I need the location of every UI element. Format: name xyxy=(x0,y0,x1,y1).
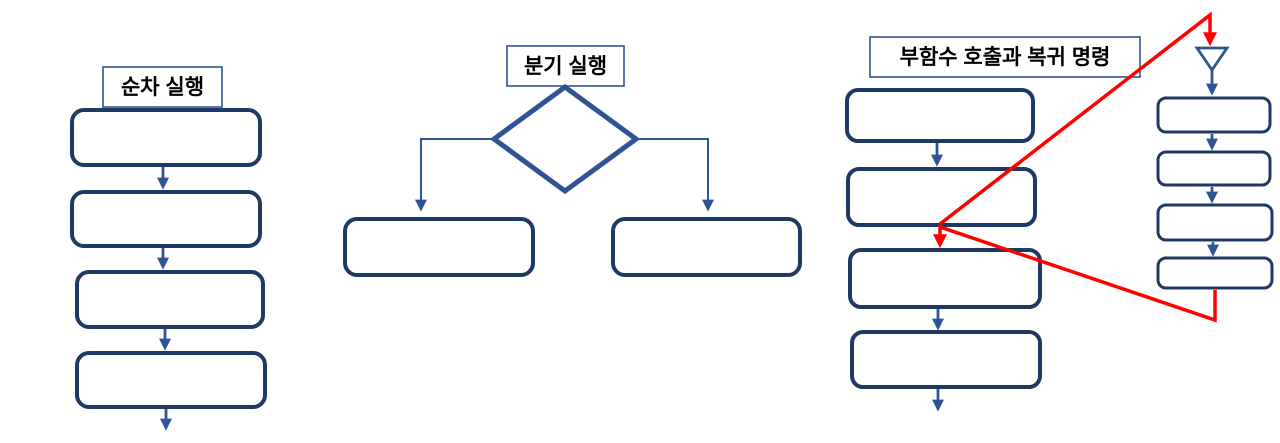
branch-right-box xyxy=(611,217,802,277)
main-step-4 xyxy=(850,330,1042,389)
main-step-3 xyxy=(848,248,1042,309)
main-step-2 xyxy=(846,167,1037,227)
subroutine-title-box xyxy=(869,36,1141,78)
return-arrow xyxy=(933,224,1217,323)
entry-point-triangle xyxy=(1194,46,1230,73)
sub-step-4 xyxy=(1156,256,1274,290)
sub-step-1 xyxy=(1156,96,1272,134)
branch-left-box xyxy=(343,217,535,277)
sequential-step-2 xyxy=(70,190,262,248)
sequential-step-3 xyxy=(75,270,265,329)
main-step-1 xyxy=(845,88,1035,143)
branch-flowchart: 분기 실행 xyxy=(343,45,802,277)
subroutine-title: 부함수 호출과 복귀 명령 xyxy=(900,46,1111,69)
decision-diamond xyxy=(489,83,641,195)
subroutine-flowchart: 부함수 호출과 복귀 명령 xyxy=(845,11,1274,412)
sequential-step-1 xyxy=(70,108,262,167)
sub-step-2 xyxy=(1156,150,1272,187)
branch-title: 분기 실행 xyxy=(524,55,607,78)
sequential-flowchart: 순차 실행 xyxy=(70,66,267,431)
call-arrow xyxy=(938,11,1217,226)
sequential-step-4 xyxy=(75,351,267,409)
sub-step-3 xyxy=(1156,203,1274,242)
sequential-title-box xyxy=(102,66,223,108)
sequential-title: 순차 실행 xyxy=(121,76,204,99)
branch-left-connector xyxy=(415,138,494,212)
branch-right-connector xyxy=(636,138,714,212)
